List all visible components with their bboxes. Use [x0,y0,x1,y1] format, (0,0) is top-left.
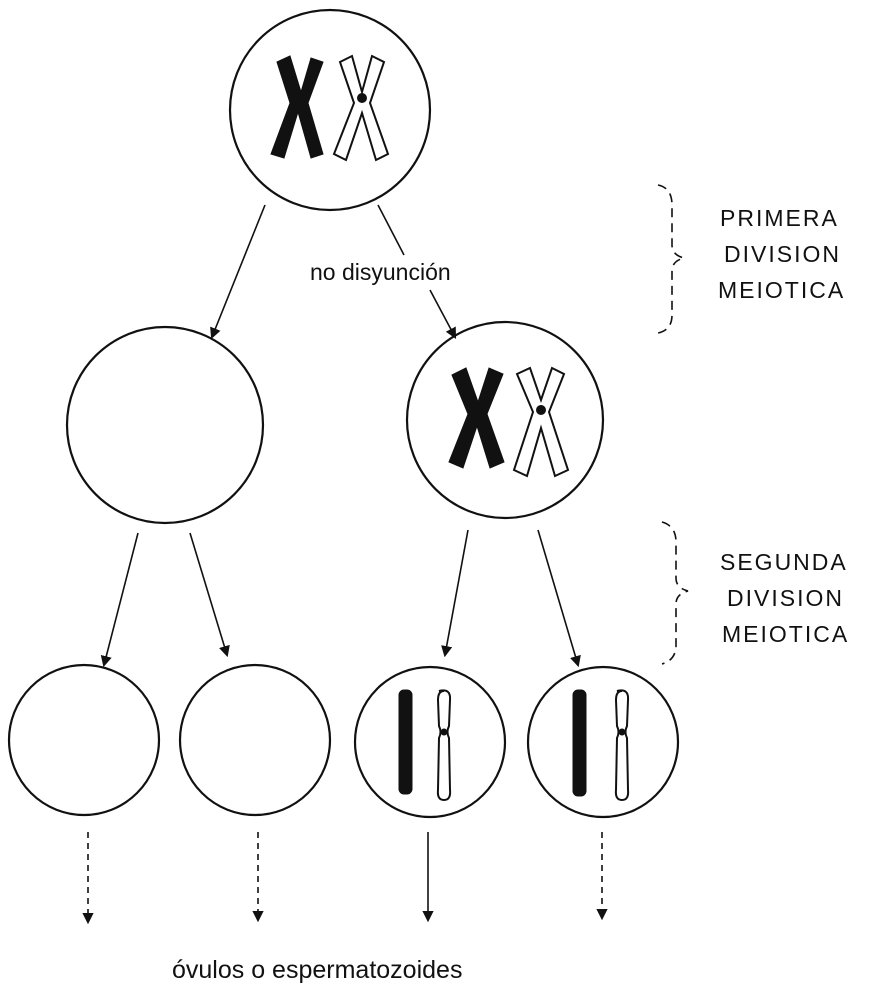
second-division-label-line1: SEGUNDA [720,549,848,575]
arrow-to-right-daughter [429,289,457,339]
no-disjunction-label: no disyunción [310,259,451,285]
light-x-chromosome-daughter [512,366,570,478]
arrow-left-2 [189,532,230,658]
light-x-chromosome-top [332,54,390,162]
gamete-4-chromatids [572,689,630,802]
second-division-label-line3: MEIOTICA [722,621,849,647]
first-division-label-line1: PRIMERA [720,205,839,231]
dark-x-chromosome-daughter [448,367,505,469]
second-division-brace [661,521,689,665]
line-to-right-daughter [377,204,405,256]
arrow-right-2 [537,529,581,668]
first-division-label-line2: DIVISION [724,241,841,267]
gamete-cell-2-empty [178,663,332,817]
right-daughter-cell [405,320,605,520]
dark-x-chromosome-top [270,55,324,159]
first-division-brace [657,184,685,334]
arrow-to-left-daughter [210,204,266,340]
gamete-3-chromatids [398,689,452,802]
gamete-cell-1-empty [7,663,161,817]
arrow-right-1 [441,529,469,658]
left-daughter-cell-empty [65,325,265,525]
gamete-cell-3 [353,665,507,819]
second-division-label-line2: DIVISION [727,585,844,611]
gamete-cell-4 [526,665,680,819]
gametes-label: óvulos o espermatozoides [172,956,462,984]
first-division-label-line3: MEIOTICA [718,277,845,303]
parent-cell [228,8,432,212]
arrow-left-1 [100,532,139,668]
